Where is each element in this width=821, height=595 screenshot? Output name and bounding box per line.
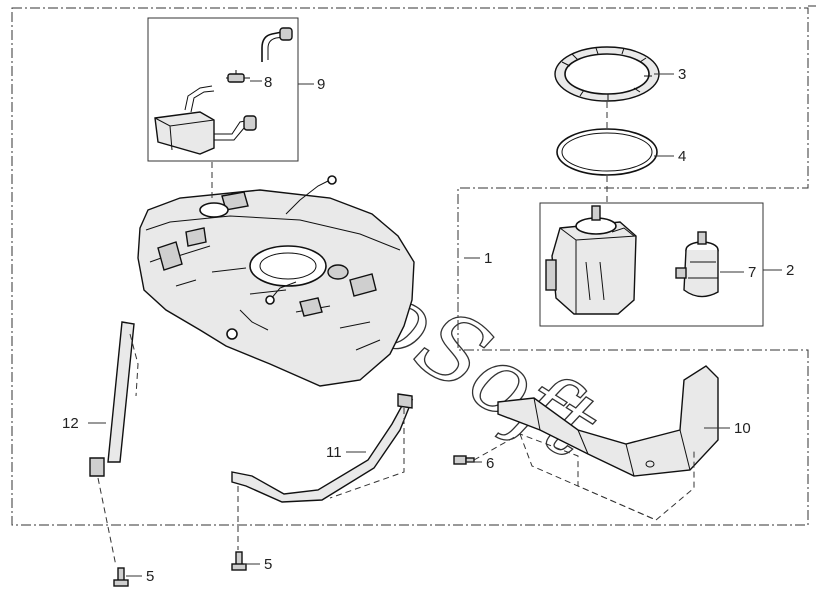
callout-9: 9 xyxy=(317,76,325,93)
callout-2: 2 xyxy=(786,262,794,279)
assembly-frame xyxy=(11,5,816,526)
callout-6: 6 xyxy=(486,455,494,472)
callout-11: 11 xyxy=(326,444,342,461)
fuel-pump-module xyxy=(545,205,637,315)
callout-5: 5 xyxy=(146,568,154,585)
fuel-tank xyxy=(137,175,415,387)
tank-strap-center xyxy=(231,393,414,503)
callout-4: 4 xyxy=(678,148,686,165)
callout-1: 1 xyxy=(484,250,492,267)
vent-assembly-frame xyxy=(147,17,299,162)
mounting-bolt xyxy=(231,551,247,571)
callout-7: 7 xyxy=(748,264,756,281)
alignment-lines xyxy=(97,102,695,567)
heat-shield-bolt xyxy=(453,455,475,465)
callout-8: 8 xyxy=(264,74,272,91)
callout-3: 3 xyxy=(678,66,686,83)
heat-shield xyxy=(497,365,719,477)
tank-strap-left xyxy=(89,321,135,477)
callout-12: 12 xyxy=(62,415,79,432)
vent-valve xyxy=(226,70,250,83)
vent-canister xyxy=(154,85,257,155)
fuel-pump-assembly-frame xyxy=(539,202,764,327)
leader-lines xyxy=(88,73,782,577)
lock-ring xyxy=(554,46,660,102)
fuel-level-sender xyxy=(675,231,719,298)
mounting-bolt xyxy=(113,567,129,587)
pump-gasket xyxy=(556,128,658,176)
callout-5: 5 xyxy=(264,556,272,573)
callout-10: 10 xyxy=(734,420,751,437)
vent-hose xyxy=(261,27,293,62)
